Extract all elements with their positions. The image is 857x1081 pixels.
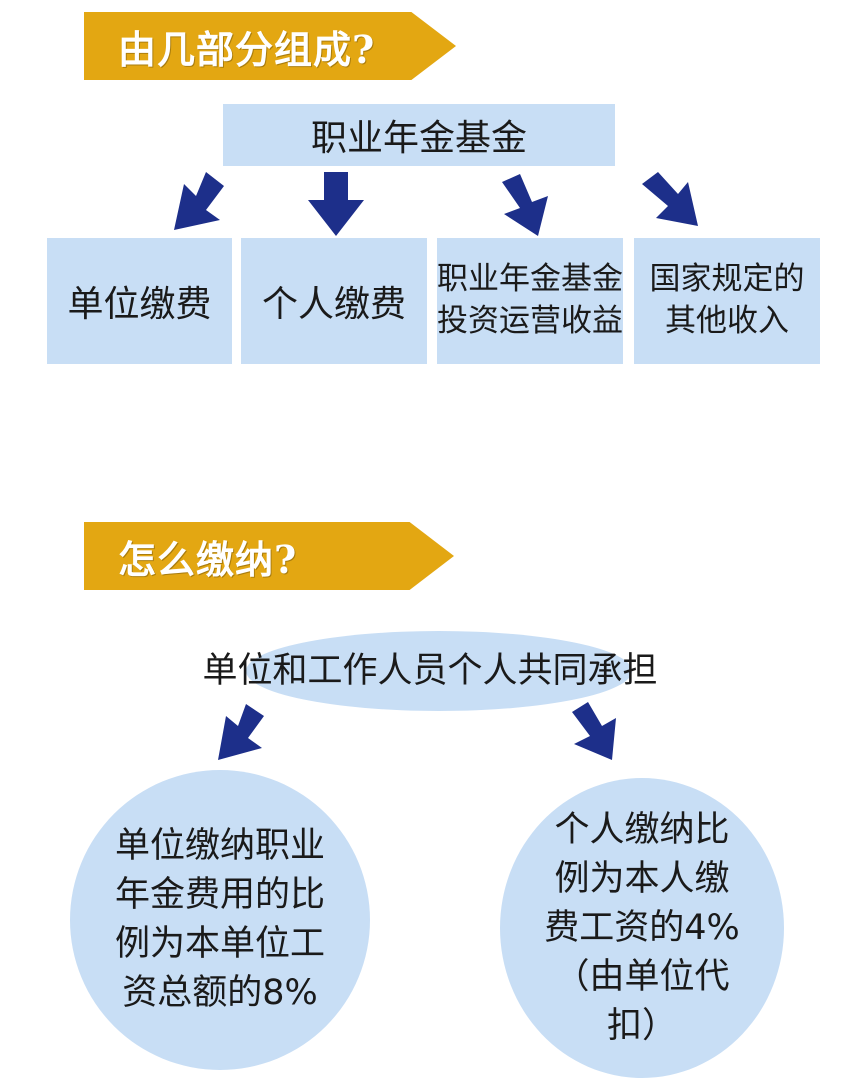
shared-label: 单位和工作人员个人共同承担 [202,651,658,691]
root-label: 职业年金基金 [310,118,527,159]
arrow-down-left-icon [218,704,264,760]
component-label: 单位缴费 [67,284,212,325]
section-title: 由几部分组成? [118,26,376,72]
root-box: 职业年金基金 [223,104,615,166]
component-box: 个人缴费 [241,238,427,364]
section-banner-payment: 怎么缴纳? [84,522,454,590]
arrow-down-icon [308,172,364,236]
section-banner-composition: 由几部分组成? [84,12,456,80]
arrow-down-left-icon [174,172,224,230]
component-box: 单位缴费 [47,238,232,364]
personal-contribution-text: 个人缴纳比 例为本人缴 费工资的4% （由单位代 扣） [544,809,740,1046]
arrow-down-right-icon [642,172,698,226]
component-label: 个人缴费 [261,284,406,325]
component-box: 国家规定的 其他收入 [634,238,820,364]
shared-ellipse [246,631,632,711]
section-title: 怎么缴纳? [118,536,298,582]
component-box: 职业年金基金 投资运营收益 [437,238,623,364]
arrow-down-right-icon [572,702,616,760]
arrow-down-right-icon [502,174,548,236]
personal-contribution-circle: 个人缴纳比 例为本人缴 费工资的4% （由单位代 扣） [500,778,784,1078]
component-label: 职业年金基金 投资运营收益 [437,261,623,339]
component-label: 国家规定的 其他收入 [649,261,805,339]
unit-contribution-circle: 单位缴纳职业 年金费用的比 例为本单位工 资总额的8% [70,770,370,1070]
unit-contribution-text: 单位缴纳职业 年金费用的比 例为本单位工 资总额的8% [114,826,325,1013]
